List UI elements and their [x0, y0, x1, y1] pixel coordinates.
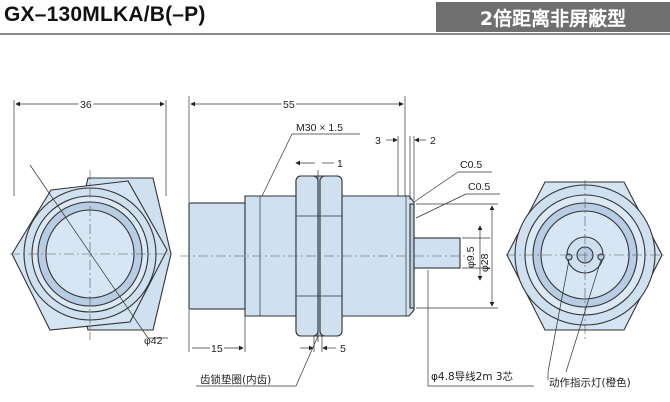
- dim-chamfer-2: C0.5: [468, 181, 490, 193]
- dim-dia28: φ28: [479, 253, 491, 272]
- cable-stub: [413, 237, 461, 269]
- header-rule: [0, 33, 670, 35]
- dim-dia9-5: φ9.5: [465, 246, 477, 268]
- dim-chamfer-1: C0.5: [460, 159, 482, 171]
- dim-3: 3: [375, 135, 381, 147]
- dim-2: 2: [430, 135, 436, 147]
- callout-indicator: 动作指示灯(橙色): [549, 376, 631, 389]
- model-title: GX–130MLKA/B(–P): [4, 3, 206, 26]
- dia42-leader: [29, 164, 149, 339]
- callout-cable: φ4.8导线2m 3芯: [431, 370, 513, 383]
- dim-dia42: φ42: [144, 335, 163, 347]
- side-view: [180, 96, 534, 387]
- dim-1: 1: [337, 158, 343, 170]
- right-end-view: [506, 180, 664, 380]
- callout-lock-washer: 齿锁垫圈(内齿): [200, 373, 271, 386]
- left-end-view: [10, 100, 172, 340]
- dim-thread: M30 × 1.5: [296, 122, 343, 134]
- dim-55: 55: [283, 99, 295, 111]
- dim-36: 36: [80, 99, 92, 111]
- header: GX–130MLKA/B(–P) 2倍距离非屏蔽型: [0, 0, 670, 35]
- dim-15: 15: [211, 343, 223, 355]
- type-label: 2倍距离非屏蔽型: [436, 2, 670, 32]
- dim-5: 5: [340, 343, 346, 355]
